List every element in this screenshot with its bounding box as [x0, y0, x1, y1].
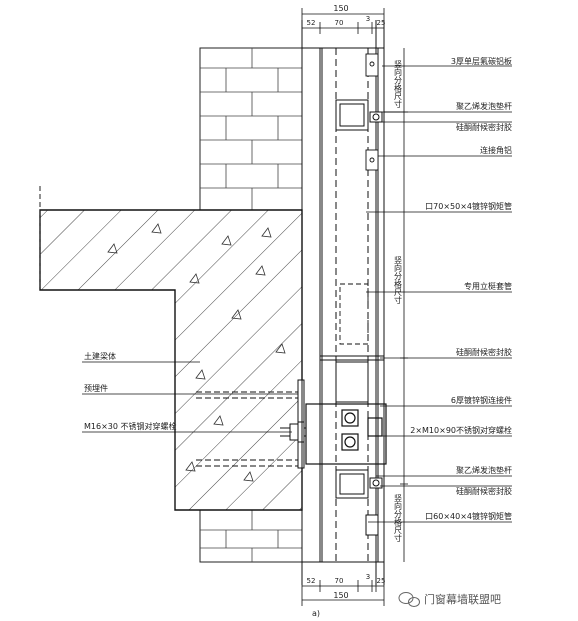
label-concrete-beam: 土建梁体 — [84, 351, 116, 361]
bottom-dim-total: 150 — [333, 591, 348, 600]
bottom-dim-part-2: 70 — [335, 577, 344, 585]
steel-connector-plate — [305, 403, 387, 465]
figure-caption: a) — [312, 609, 320, 618]
masonry-wall-upper — [199, 47, 303, 211]
label-foam-rod-upper: 聚乙烯发泡垫杆 — [456, 101, 512, 111]
wechat-icon — [398, 592, 420, 607]
top-dimension-lines — [301, 8, 385, 34]
bottom-dim-part-3: 3 — [366, 573, 370, 581]
label-m16-bolt: M16×30 不锈钢对穿螺栓 — [84, 421, 177, 431]
concrete-beam — [39, 186, 303, 511]
vertical-label-middle: 竖向分格尺寸 — [394, 256, 403, 304]
label-m10-bolts: 2×M10×90不锈钢对穿螺栓 — [410, 425, 512, 435]
label-aluminum-panel: 3厚单层氟碳铝板 — [451, 56, 512, 66]
left-leader-lines — [82, 361, 298, 433]
label-steel-tube-70: 口70×50×4镀锌钢矩管 — [425, 201, 512, 211]
vertical-dimension-lines — [400, 48, 408, 562]
label-mullion-sleeve: 专用立梃套管 — [464, 281, 512, 291]
watermark: 门窗幕墙联盟吧 — [398, 592, 501, 607]
top-dim-part-4: 25 — [377, 19, 386, 27]
right-leader-lines — [366, 65, 512, 523]
label-steel-tube-60: 口60×40×4镀锌钢矩管 — [425, 511, 512, 521]
bottom-dimension-lines — [301, 572, 385, 606]
label-sealant-lower: 硅酮耐候密封胶 — [456, 486, 512, 496]
label-angle-aluminum: 连接角铝 — [480, 145, 512, 155]
masonry-wall-lower — [199, 509, 303, 563]
bottom-dim-part-1: 52 — [307, 577, 316, 585]
middle-sealant — [320, 355, 384, 403]
lower-panel-joint — [335, 469, 383, 536]
top-dim-total: 150 — [333, 4, 348, 13]
watermark-text: 门窗幕墙联盟吧 — [424, 592, 501, 606]
bottom-dim-part-4: 25 — [377, 577, 386, 585]
label-sealant-upper: 硅酮耐候密封胶 — [456, 122, 512, 132]
vertical-label-upper: 竖向分格尺寸 — [394, 60, 403, 108]
label-steel-connector: 6厚镀锌钢连接件 — [451, 395, 512, 405]
label-embedded-part: 预埋件 — [84, 383, 108, 393]
top-dim-part-1: 52 — [307, 19, 316, 27]
top-dim-part-3: 3 — [366, 15, 370, 23]
top-dim-part-2: 70 — [335, 19, 344, 27]
vertical-label-lower: 竖向分格尺寸 — [394, 494, 403, 542]
left-annotations: 土建梁体 预埋件 M16×30 不锈钢对穿螺栓 — [84, 351, 177, 431]
sleeve-insert — [339, 283, 369, 345]
upper-panel-joint — [335, 99, 400, 131]
label-foam-rod-lower: 聚乙烯发泡垫杆 — [456, 465, 512, 475]
upper-angle-bracket — [365, 53, 379, 171]
label-sealant-middle: 硅酮耐候密封胶 — [456, 347, 512, 357]
right-annotations: 3厚单层氟碳铝板 聚乙烯发泡垫杆 硅酮耐候密封胶 连接角铝 口70×50×4镀锌… — [410, 56, 512, 521]
